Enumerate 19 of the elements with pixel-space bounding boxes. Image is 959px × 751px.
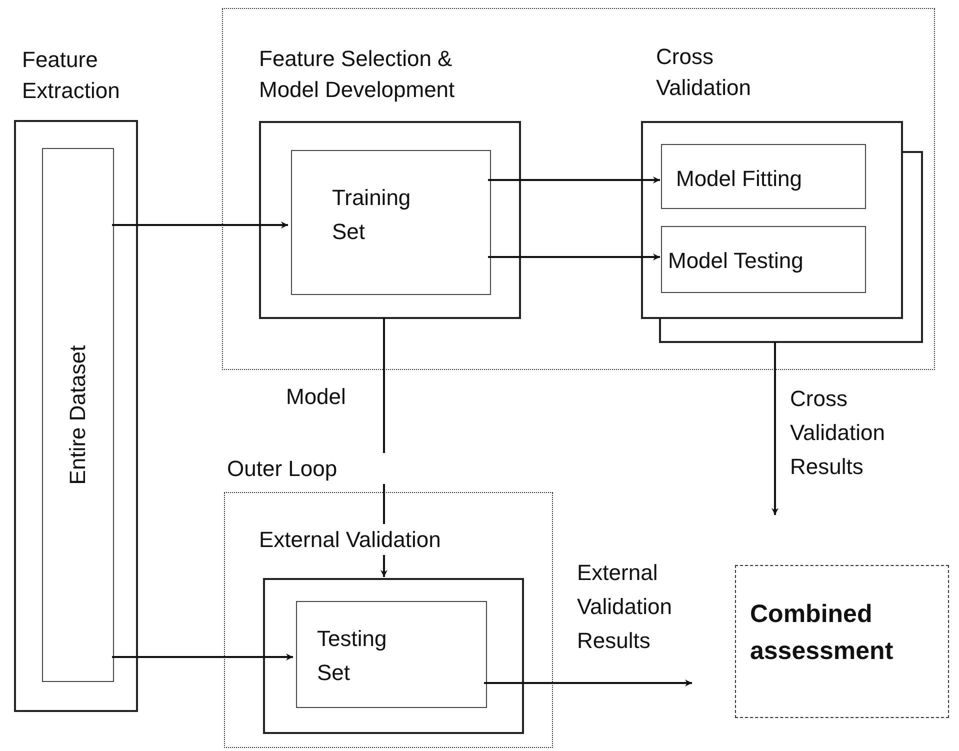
arrow xyxy=(488,254,660,260)
arrow xyxy=(772,342,778,515)
inner-box xyxy=(661,144,866,209)
box-label: Testing Set xyxy=(317,625,388,687)
group-region xyxy=(222,8,935,370)
arrow xyxy=(484,680,692,686)
box-label: Training Set xyxy=(332,184,412,246)
arrow xyxy=(112,222,288,228)
box-label: Entire Dataset xyxy=(65,345,91,485)
arrow xyxy=(112,654,293,660)
inner-box xyxy=(296,601,487,708)
arrow xyxy=(488,176,660,184)
result-box xyxy=(735,565,949,718)
box-label: Combined assessment xyxy=(750,599,894,667)
inner-box xyxy=(42,148,114,682)
box-label: Model Fitting xyxy=(676,165,803,193)
inner-box xyxy=(661,226,866,293)
box-label: Model Testing xyxy=(668,247,804,275)
inner-box xyxy=(291,150,491,295)
